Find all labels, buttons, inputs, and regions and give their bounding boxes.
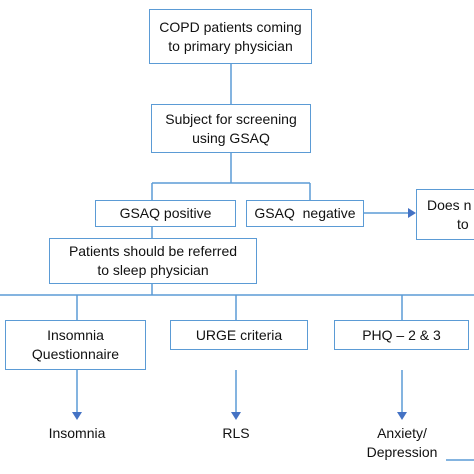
node-screening-line1: Subject for screening	[165, 110, 297, 127]
node-gsaq-negative-label: GSAQ negative	[254, 205, 356, 221]
outcome-insomnia-label: Insomnia	[48, 425, 106, 441]
node-copd-patients-line2: to primary physician	[168, 37, 293, 54]
node-phq: PHQ – 2 & 3	[334, 320, 469, 350]
arrowhead-rls	[231, 412, 241, 420]
node-urge-criteria-label: URGE criteria	[195, 326, 283, 343]
node-referral: Patients should be referred to sleep phy…	[49, 238, 257, 284]
outcome-rls-label: RLS	[222, 425, 250, 441]
node-screening: Subject for screening using GSAQ	[151, 104, 311, 153]
outcome-insomnia: Insomnia	[27, 424, 127, 443]
node-phq-label: PHQ – 2 & 3	[362, 326, 441, 343]
node-screening-line2: using GSAQ	[192, 129, 270, 146]
node-does-not-line1: Does n	[427, 196, 472, 213]
node-screening-text: Subject for screening using GSAQ	[165, 110, 297, 148]
outcome-anxiety-depression: Anxiety/ Depression	[352, 424, 452, 462]
node-gsaq-positive-label: GSAQ positive	[119, 205, 212, 221]
node-insomnia-questionnaire-line2: Questionnaire	[31, 346, 120, 362]
outcome-rls: RLS	[196, 424, 276, 443]
node-referral-text: Patients should be referred to sleep phy…	[69, 242, 237, 280]
outcome-anxiety-line1: Anxiety/	[377, 425, 427, 441]
node-referral-line1: Patients should be referred	[68, 243, 238, 259]
node-copd-patients-line1: COPD patients coming	[159, 18, 302, 35]
node-referral-line2: to sleep physician	[97, 262, 209, 278]
arrowhead-insomnia	[72, 412, 82, 420]
node-gsaq-positive: GSAQ positive	[95, 200, 236, 227]
node-insomnia-questionnaire: Insomnia Questionnaire	[5, 320, 146, 370]
node-urge-criteria: URGE criteria	[170, 320, 308, 350]
node-copd-patients: COPD patients coming to primary physicia…	[149, 9, 312, 64]
arrowhead-to-does-not	[408, 208, 416, 218]
node-copd-patients-text: COPD patients coming to primary physicia…	[159, 18, 301, 56]
outcome-anxiety-line2: Depression	[366, 444, 438, 460]
node-does-not: Does n to	[416, 189, 474, 240]
node-does-not-text: Does n to	[427, 196, 471, 234]
arrowhead-anxiety	[397, 412, 407, 420]
node-insomnia-questionnaire-text: Insomnia Questionnaire	[32, 326, 119, 364]
node-gsaq-negative: GSAQ negative	[246, 200, 364, 227]
node-does-not-line2: to	[457, 215, 469, 232]
node-insomnia-questionnaire-line1: Insomnia	[47, 327, 104, 343]
